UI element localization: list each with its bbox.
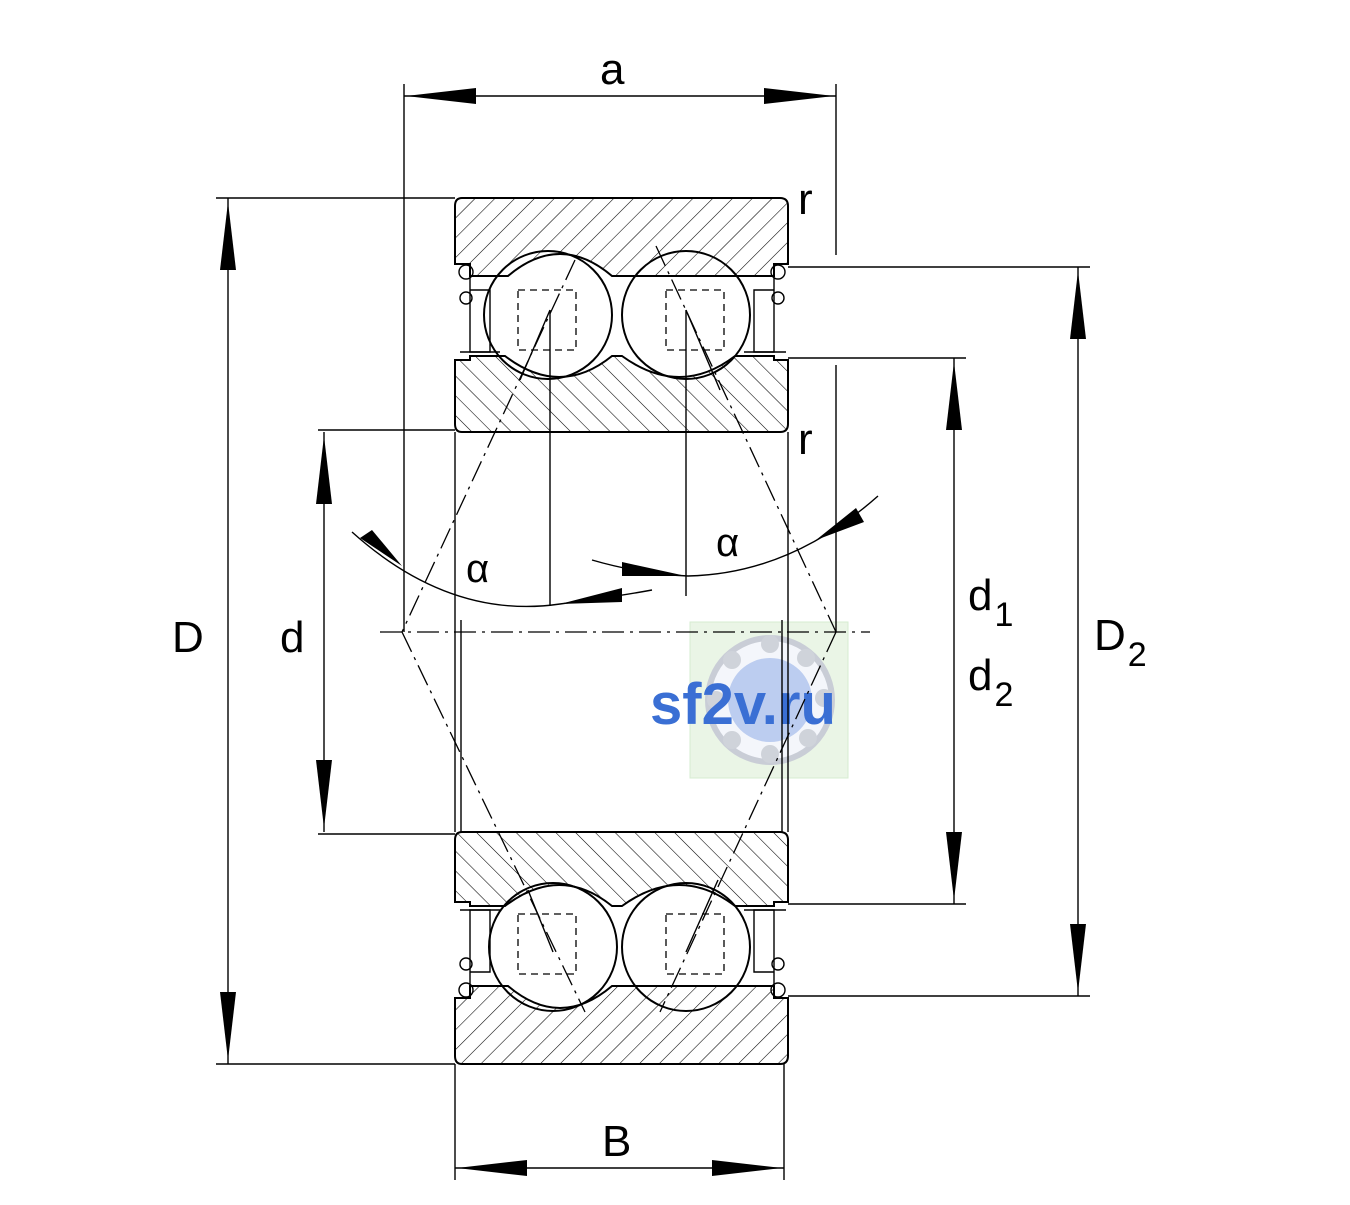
dim-label-d: d: [280, 613, 304, 662]
dim-label-a: a: [600, 45, 625, 94]
radius-label-middle: r: [798, 415, 813, 464]
seal-bottom-right: [744, 909, 786, 998]
dimension-a: a: [403, 45, 837, 632]
outer-ring-bottom: [454, 985, 789, 1065]
inner-ring-top: [454, 355, 789, 433]
dim-label-D: D: [172, 613, 204, 662]
seal-bottom-left: [458, 909, 500, 998]
ball-section-bottom-left: [517, 913, 577, 975]
inner-ring-bottom: [454, 831, 789, 907]
dim-label-d1: d1: [968, 571, 1013, 634]
watermark-logo: sf2v.ru: [650, 621, 849, 779]
ball-bottom-right: [621, 882, 751, 1012]
ball-section-bottom-right: [665, 913, 725, 975]
watermark-text: sf2v.ru: [650, 672, 836, 737]
ball-section-top-left: [517, 289, 577, 351]
dimension-B: B: [454, 1064, 785, 1180]
dimension-d1-d2: d1 d2: [788, 357, 1013, 905]
dim-label-B: B: [602, 1117, 631, 1166]
seal-top-right: [744, 264, 786, 353]
outer-ring-top: [454, 197, 789, 277]
contact-angle-lines: [401, 245, 837, 1013]
dimension-d: d: [280, 429, 455, 835]
angle-label-alpha-right: α: [716, 521, 739, 565]
ball-bottom-left: [488, 882, 618, 1012]
ball-top-left: [483, 250, 613, 380]
radius-label-top: r: [798, 175, 813, 224]
contact-angle-arc-right: α: [591, 495, 879, 577]
dimension-D: D: [172, 197, 455, 1065]
dim-label-D2: D2: [1094, 611, 1147, 674]
contact-angle-arc-left: α: [351, 530, 653, 608]
dimension-D2: D2: [788, 266, 1147, 997]
seal-top-left: [458, 264, 500, 353]
dim-label-d2: d2: [968, 651, 1013, 714]
ball-section-top-right: [665, 289, 725, 351]
angle-label-alpha-left: α: [466, 547, 489, 591]
